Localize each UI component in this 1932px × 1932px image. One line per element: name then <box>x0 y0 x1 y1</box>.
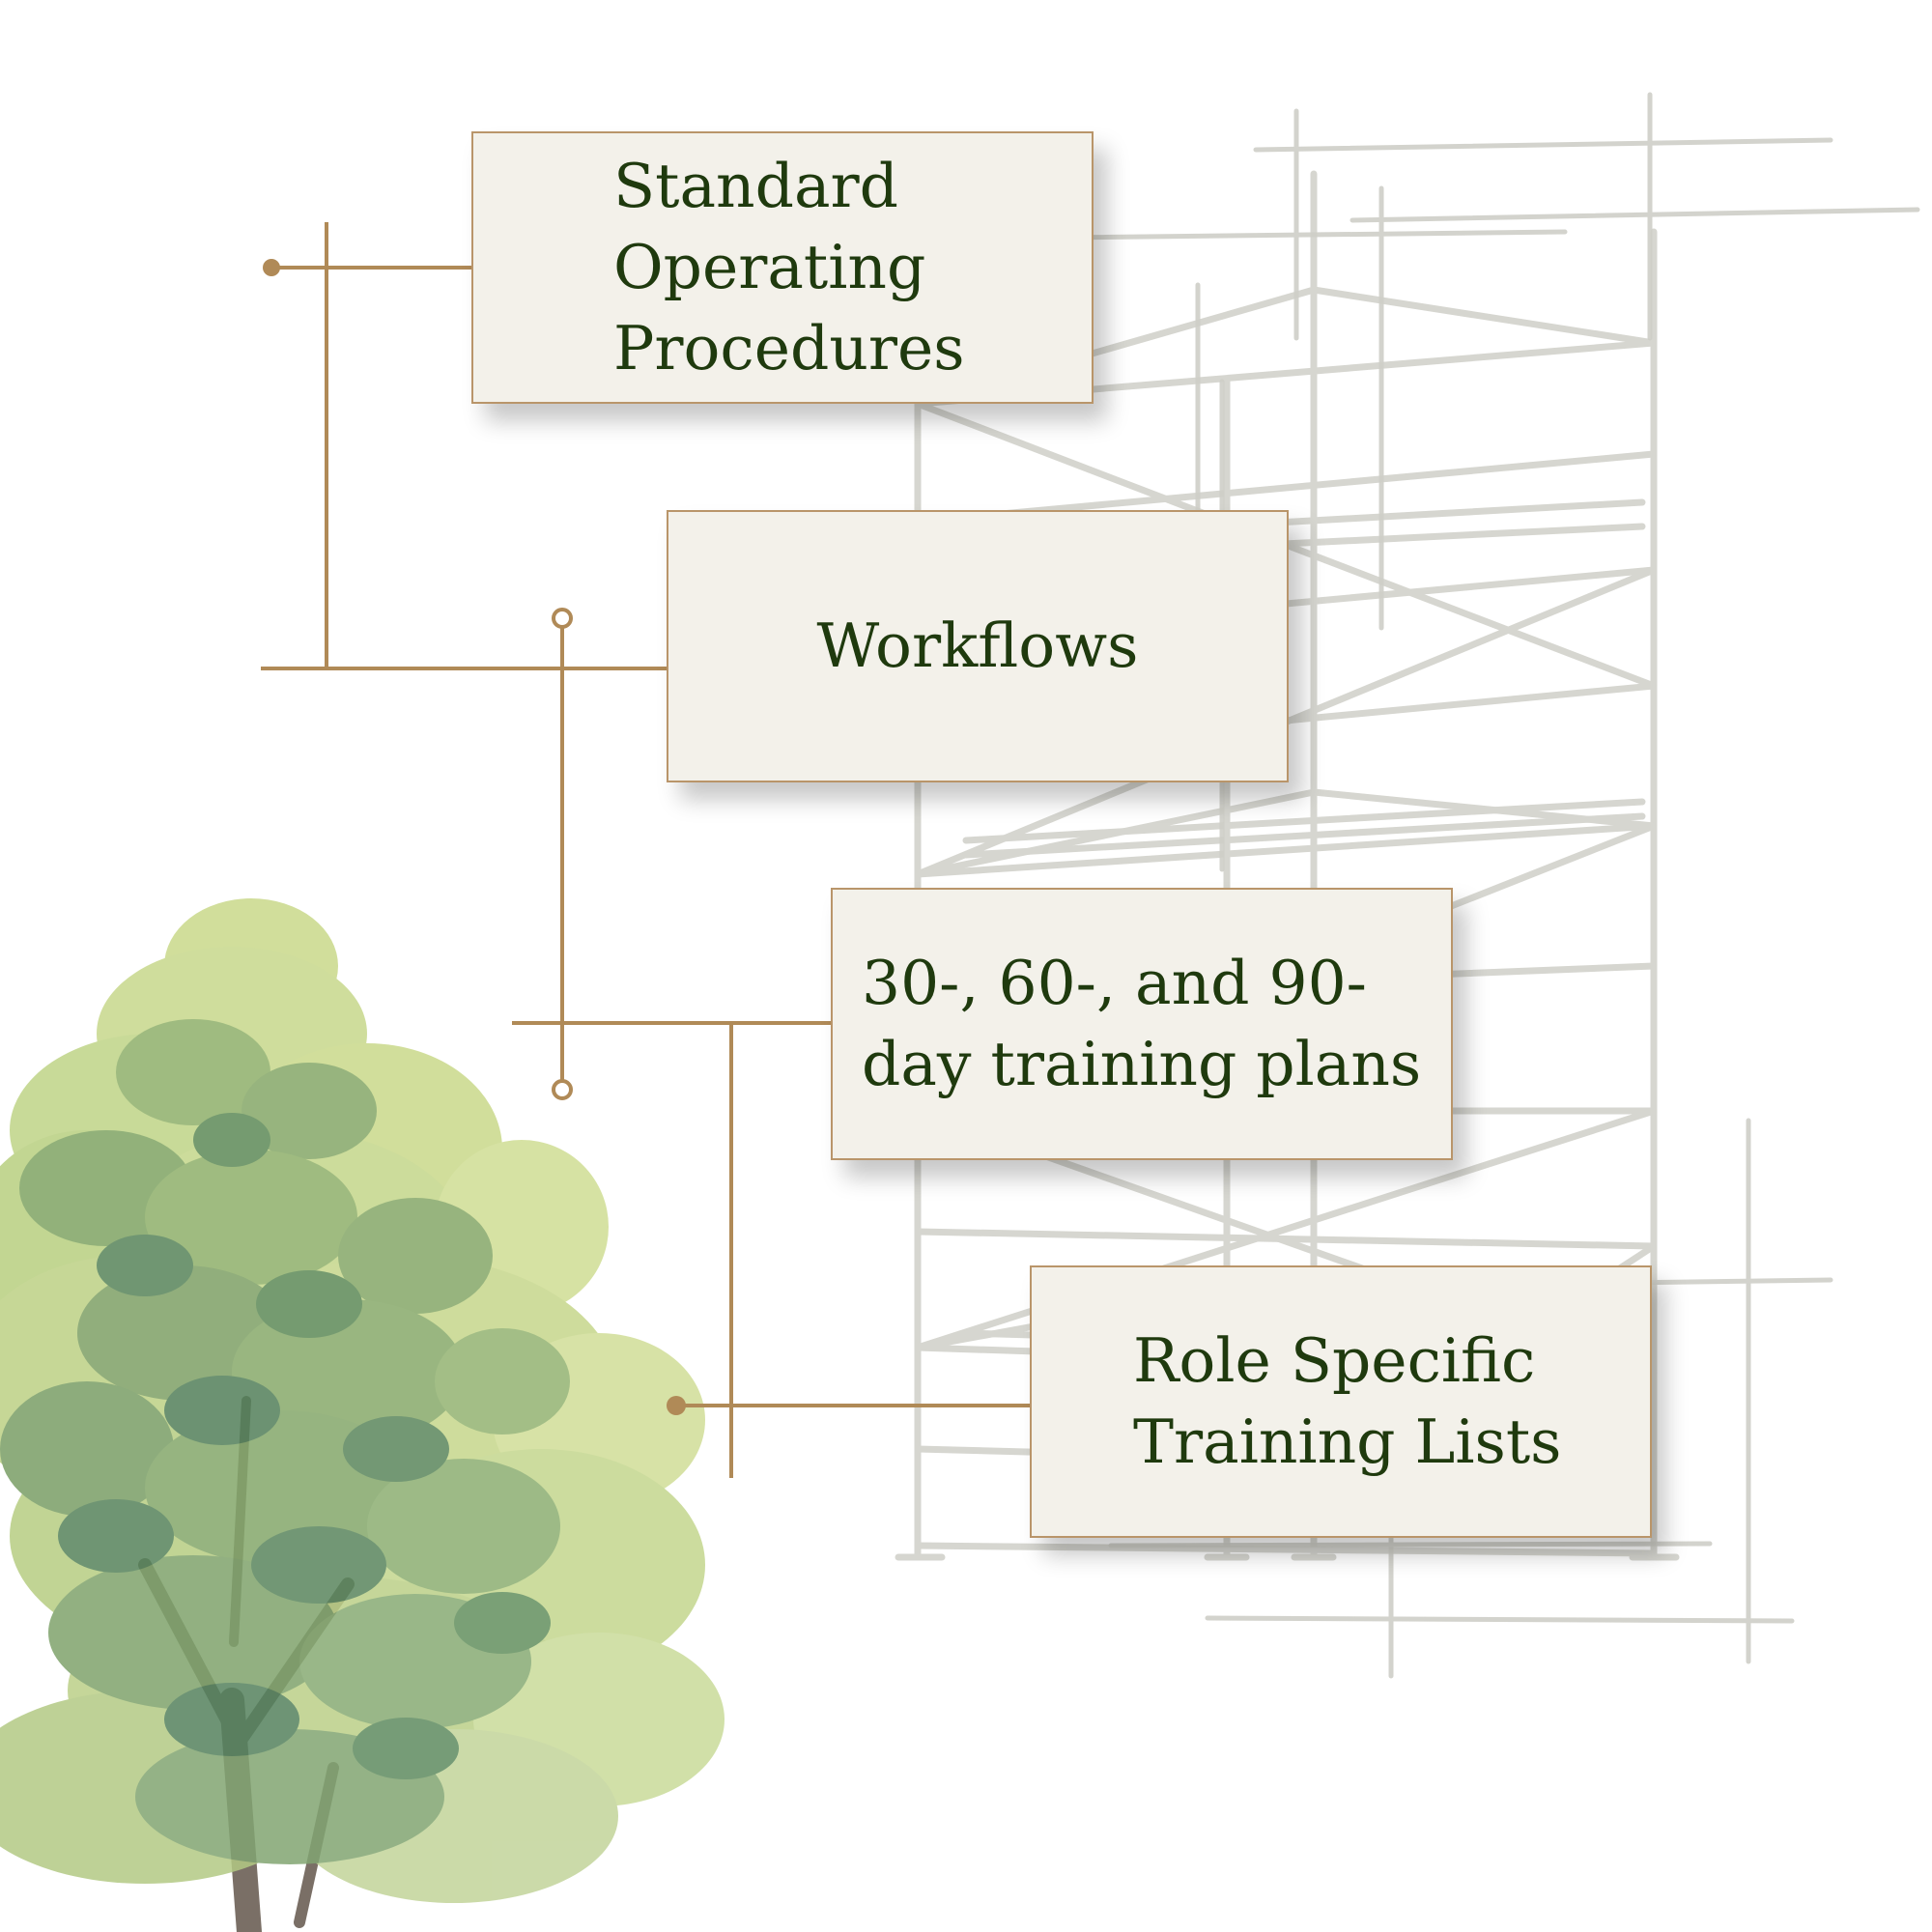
connector-dot <box>263 259 280 276</box>
role-training-card: Role Specific Training Lists <box>1030 1265 1652 1538</box>
training-plans-card: 30-, 60-, and 90- day training plans <box>831 888 1453 1160</box>
workflows-card: Workflows <box>667 510 1289 782</box>
connector-ring <box>552 608 573 629</box>
workflows-label: Workflows <box>816 611 1139 681</box>
sop-card: Standard Operating Procedures <box>471 131 1094 404</box>
connector-ring <box>552 1079 573 1100</box>
connector-dot <box>667 1396 686 1415</box>
role-training-label: Role Specific Training Lists <box>1133 1325 1562 1477</box>
sop-label: Standard Operating Procedures <box>613 151 965 384</box>
training-plans-label: 30-, 60-, and 90- day training plans <box>862 948 1422 1099</box>
